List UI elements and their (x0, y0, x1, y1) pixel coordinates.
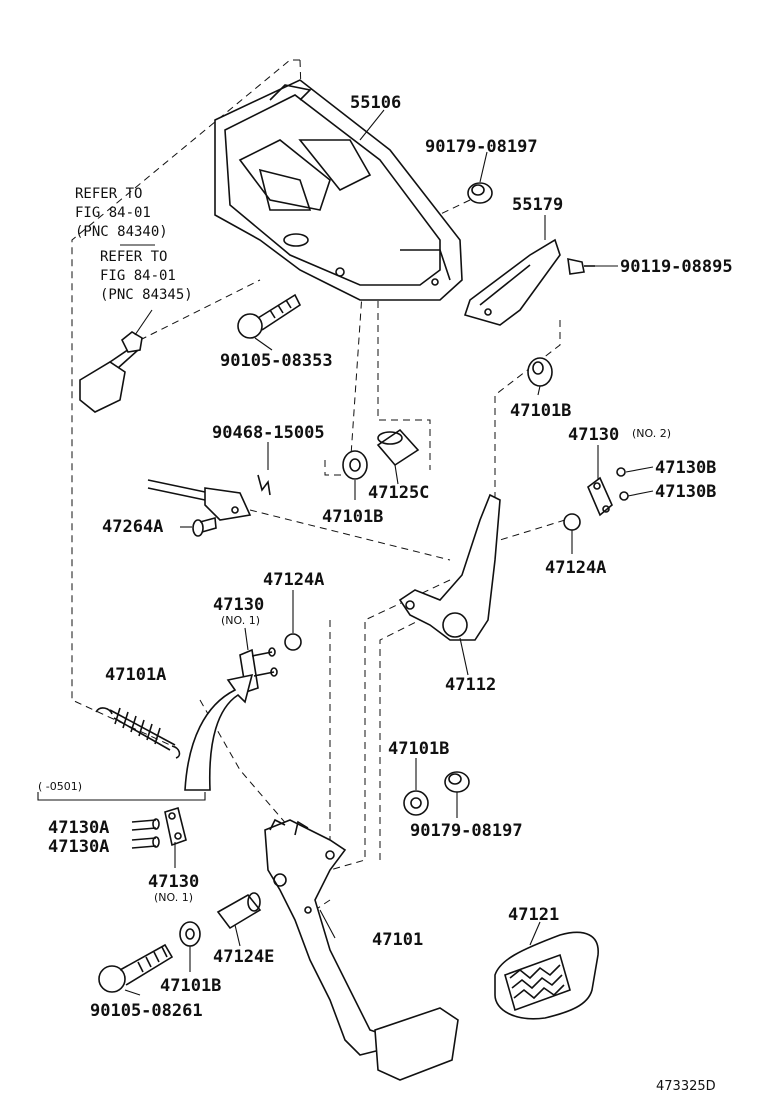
stop-lamp-switch (79, 331, 143, 413)
bolt-90105-top (237, 293, 302, 339)
bracket-55179 (463, 238, 561, 326)
link-47130-no1-lower (164, 806, 187, 847)
label-90468: 90468-15005 (212, 423, 325, 443)
bolt-90119 (567, 257, 595, 275)
label-90105-top: 90105-08353 (220, 351, 333, 371)
bushing-47101B-lower (403, 790, 429, 816)
pin-47264A (192, 516, 217, 537)
label-47101: 47101 (372, 930, 423, 950)
label-range: ( -0501) (38, 780, 82, 793)
label-47124E: 47124E (213, 947, 274, 967)
label-47101B-3: 47101B (388, 739, 449, 759)
label-no1-a: (NO. 1) (221, 614, 260, 627)
brake-pedal-47101 (264, 818, 459, 1081)
refer2-line3: (PNC 84345) (100, 287, 193, 303)
refer2-line1: REFER TO (100, 249, 167, 265)
label-47130-lower: 47130 (148, 872, 199, 892)
pin-47124A-right (563, 513, 581, 531)
label-47124A-left: 47124A (263, 570, 324, 590)
label-47101B-1: 47101B (510, 401, 571, 421)
range-bracket (37, 792, 206, 801)
nut-90179-bottom (444, 771, 470, 793)
lever-47112 (398, 493, 501, 641)
pins-47130A (131, 818, 160, 849)
label-47130-no1: 47130 (213, 595, 264, 615)
label-no2: (NO. 2) (632, 427, 671, 440)
refer1-line2: FIG 84-01 (75, 205, 151, 221)
bushing-47101B-mid (342, 450, 368, 480)
label-90179-top: 90179-08197 (425, 137, 538, 157)
label-55106: 55106 (350, 93, 401, 113)
label-47101B-2: 47101B (322, 507, 383, 527)
label-47101B-4: 47101B (160, 976, 221, 996)
spring-47101A (95, 707, 181, 759)
label-47264A: 47264A (102, 517, 163, 537)
label-90105-bottom: 90105-08261 (90, 1001, 203, 1021)
link-47130-no2 (587, 467, 629, 517)
label-47125C: 47125C (368, 483, 429, 503)
bolt-90105-bottom (98, 943, 174, 993)
collar-47124E (216, 892, 262, 930)
pedal-pad-47121 (494, 931, 599, 1020)
label-47124A-right: 47124A (545, 558, 606, 578)
bushing-47101B-upper (527, 357, 553, 387)
label-47130A-1: 47130A (48, 818, 109, 838)
label-no1-b: (NO. 1) (154, 891, 193, 904)
label-47130A-2: 47130A (48, 837, 109, 857)
label-90119: 90119-08895 (620, 257, 733, 277)
label-47121: 47121 (508, 905, 559, 925)
refer1-line3: (PNC 84340) (75, 224, 168, 240)
label-47101A: 47101A (105, 665, 166, 685)
label-47130B-1: 47130B (655, 458, 716, 478)
refer1-line1: REFER TO (75, 186, 142, 202)
push-rod-clevis (147, 479, 252, 521)
refer2-line2: FIG 84-01 (100, 268, 176, 284)
collar-47125C (376, 428, 420, 467)
clip-90468 (257, 474, 271, 496)
pedal-bracket-55106 (214, 79, 463, 301)
assembly-arrow (184, 673, 254, 791)
part-labels: 55106 90179-08197 55179 90119-08895 REFE… (38, 93, 733, 1094)
label-47130B-2: 47130B (655, 482, 716, 502)
pin-47124A-left (284, 633, 302, 651)
figure-id: 473325D (656, 1079, 716, 1094)
label-90179-bottom: 90179-08197 (410, 821, 523, 841)
label-47130-no2: 47130 (568, 425, 619, 445)
nut-90179-top (467, 182, 493, 204)
label-55179: 55179 (512, 195, 563, 215)
label-47112: 47112 (445, 675, 496, 695)
bushing-47101B-bottom (179, 921, 201, 947)
leader-lines (120, 109, 654, 996)
